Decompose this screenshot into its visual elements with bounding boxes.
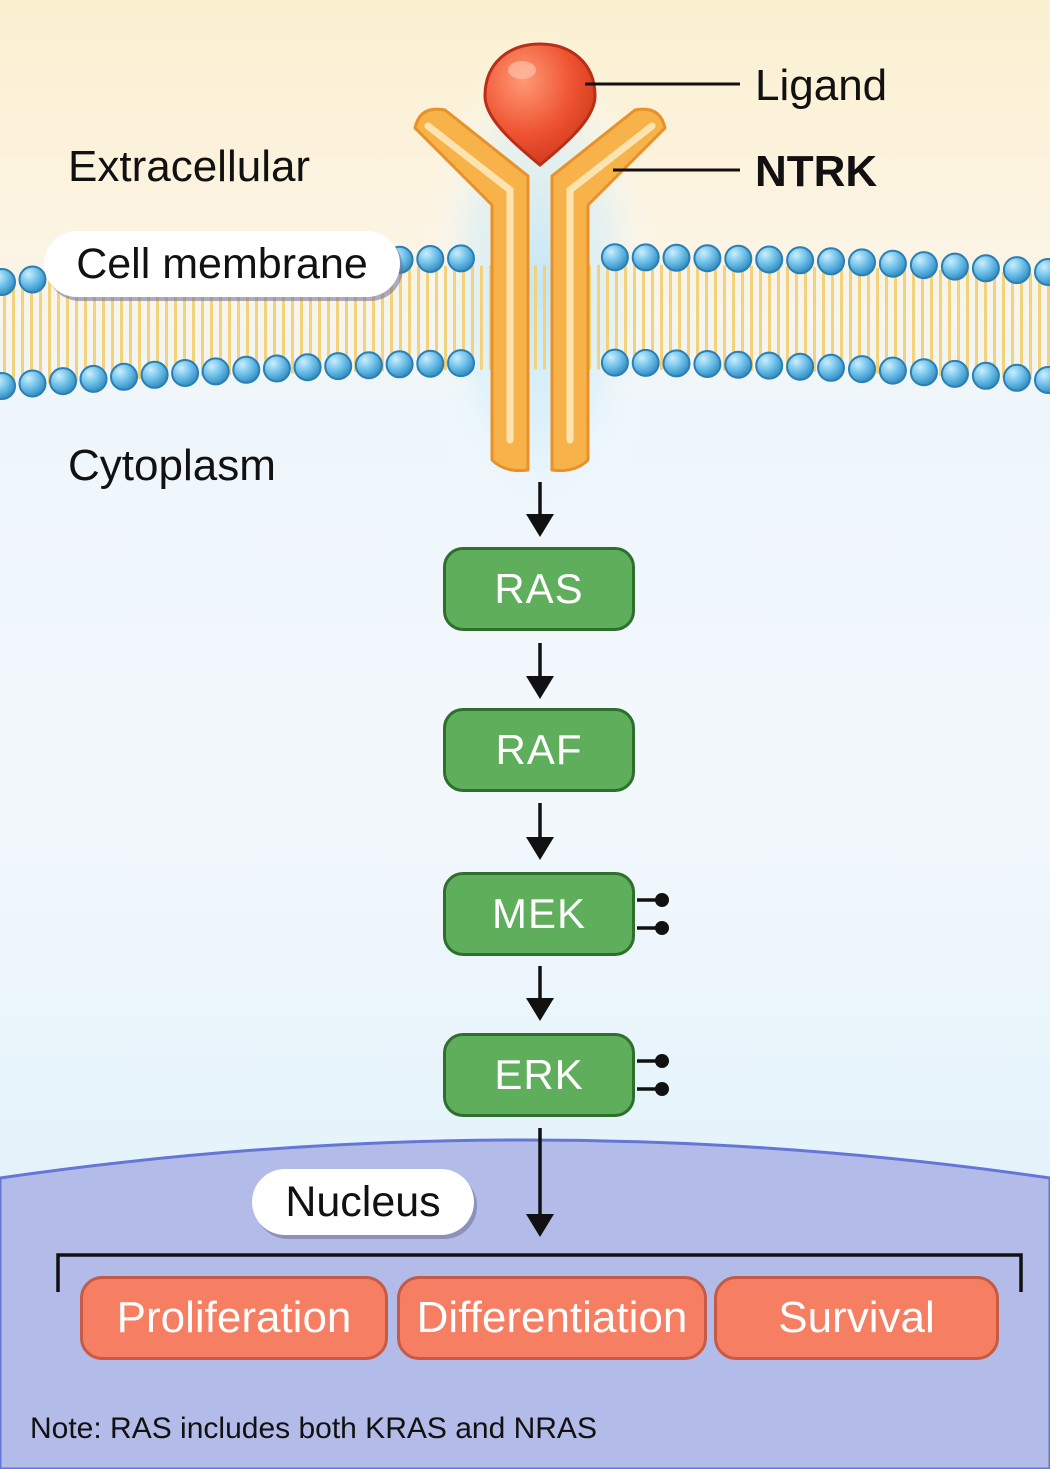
lipid-head	[878, 356, 907, 385]
footnote: Note: RAS includes both KRAS and NRAS	[30, 1412, 597, 1445]
lipid-head	[201, 357, 230, 386]
lipid-head	[416, 349, 445, 378]
erk-phospho-groups	[637, 1054, 669, 1096]
lipid-head	[110, 362, 138, 391]
lipid-head	[631, 243, 660, 272]
arrowhead-erk-to-nucleus	[526, 1214, 554, 1237]
lipid-head	[324, 352, 353, 381]
nucleus-label: Nucleus	[252, 1169, 474, 1235]
lipid-head	[49, 367, 77, 396]
lipid-head	[755, 351, 784, 380]
lipid-head	[755, 245, 784, 274]
lipid-head	[909, 358, 938, 387]
lipid-head	[817, 247, 845, 276]
lipid-head	[940, 252, 969, 281]
lipid-head	[817, 353, 845, 382]
lipid-head	[79, 364, 108, 393]
outcome-bracket	[56, 1253, 1023, 1292]
lipid-head	[693, 350, 722, 378]
lipid-head	[786, 352, 815, 381]
extracellular-label: Extracellular	[68, 142, 311, 191]
mek-phospho-groups	[637, 893, 669, 935]
lipid-head	[724, 350, 753, 379]
arrowhead-receptor-to-ras	[526, 514, 554, 537]
lipid-head	[18, 369, 47, 398]
lipid-head	[662, 349, 691, 378]
lipid-head	[0, 268, 16, 296]
cytoplasm-label: Cytoplasm	[68, 441, 276, 490]
erk-box: ERK	[443, 1033, 635, 1117]
signal-arrows	[526, 482, 554, 1237]
lipid-head	[724, 244, 753, 273]
outcome-differentiation: Differentiation	[397, 1276, 707, 1360]
lipid-head	[1034, 366, 1050, 394]
receptor-left-arm	[413, 107, 530, 472]
receptor-right-highlight	[566, 122, 656, 444]
lipid-head	[909, 251, 938, 280]
lipid-head	[293, 353, 322, 382]
erk-phosphate-2	[655, 1082, 669, 1096]
lipid-head	[600, 348, 629, 377]
receptor-right-arm	[550, 107, 667, 472]
lipid-heads-inner	[0, 348, 1050, 400]
lipid-head	[878, 249, 907, 278]
ligand-highlight	[508, 61, 536, 79]
lipid-head	[354, 351, 383, 380]
ligand-label: Ligand	[755, 61, 888, 110]
lipid-head	[848, 248, 876, 277]
lipid-head	[971, 361, 1000, 390]
ras-box: RAS	[443, 547, 635, 631]
outcome-survival: Survival	[714, 1276, 999, 1360]
lipid-head	[416, 245, 445, 273]
lipid-head	[0, 372, 16, 400]
lipid-head	[18, 265, 47, 294]
arrowhead-mek-to-erk	[526, 998, 554, 1021]
lipid-head	[786, 246, 815, 275]
cell-membrane-label: Cell membrane	[44, 231, 400, 297]
lipid-head	[693, 244, 722, 273]
ntrk-label: NTRK	[755, 147, 878, 196]
outcome-proliferation: Proliferation	[80, 1276, 388, 1360]
lipid-head	[1034, 258, 1050, 286]
lipid-head	[971, 254, 1000, 283]
lipid-head	[385, 350, 414, 379]
mek-phosphate-2	[655, 921, 669, 935]
lipid-head	[140, 360, 169, 389]
lipid-head	[940, 359, 969, 388]
lipid-head	[232, 355, 261, 384]
arrowhead-ras-to-raf	[526, 676, 554, 699]
mek-phosphate-1	[655, 893, 669, 907]
lipid-head	[447, 244, 475, 273]
erk-phosphate-1	[655, 1054, 669, 1068]
lipid-head	[631, 348, 660, 377]
lipid-head	[1002, 256, 1031, 285]
lipid-head	[600, 243, 629, 272]
lipid-head	[1002, 363, 1031, 392]
ntrk-receptor	[413, 107, 667, 472]
raf-box: RAF	[443, 708, 635, 792]
arrowhead-raf-to-mek	[526, 837, 554, 860]
lipid-head	[262, 354, 291, 383]
lipid-head	[662, 243, 691, 272]
lipid-head	[171, 359, 200, 387]
lipid-head	[848, 355, 876, 384]
mek-box: MEK	[443, 872, 635, 956]
receptor-left-highlight	[424, 122, 514, 444]
lipid-head	[447, 349, 475, 378]
